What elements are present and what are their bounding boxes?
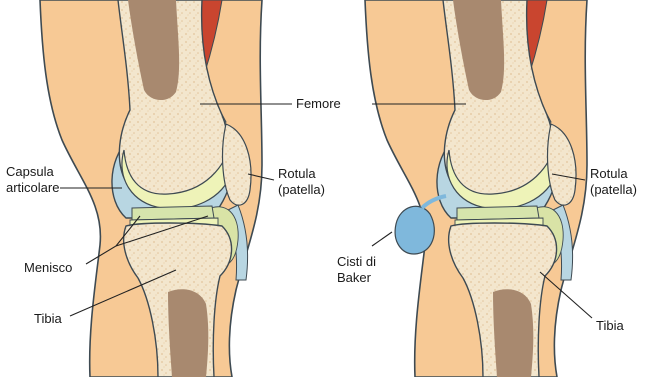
knee-with-baker-cyst bbox=[365, 0, 587, 377]
label-rotula-right: Rotula bbox=[590, 166, 628, 181]
label-baker: Baker bbox=[337, 270, 372, 285]
label-cisti-di: Cisti di bbox=[337, 254, 376, 269]
label-articolare: articolare bbox=[6, 180, 59, 195]
label-patella-left: (patella) bbox=[278, 182, 325, 197]
label-patella-right: (patella) bbox=[590, 182, 637, 197]
baker-cyst bbox=[395, 206, 434, 254]
label-menisco: Menisco bbox=[24, 260, 72, 275]
label-tibia-left: Tibia bbox=[34, 311, 62, 326]
label-tibia-right: Tibia bbox=[596, 318, 624, 333]
label-rotula-left: Rotula bbox=[278, 166, 316, 181]
label-femore: Femore bbox=[296, 96, 341, 111]
label-capsula: Capsula bbox=[6, 164, 54, 179]
